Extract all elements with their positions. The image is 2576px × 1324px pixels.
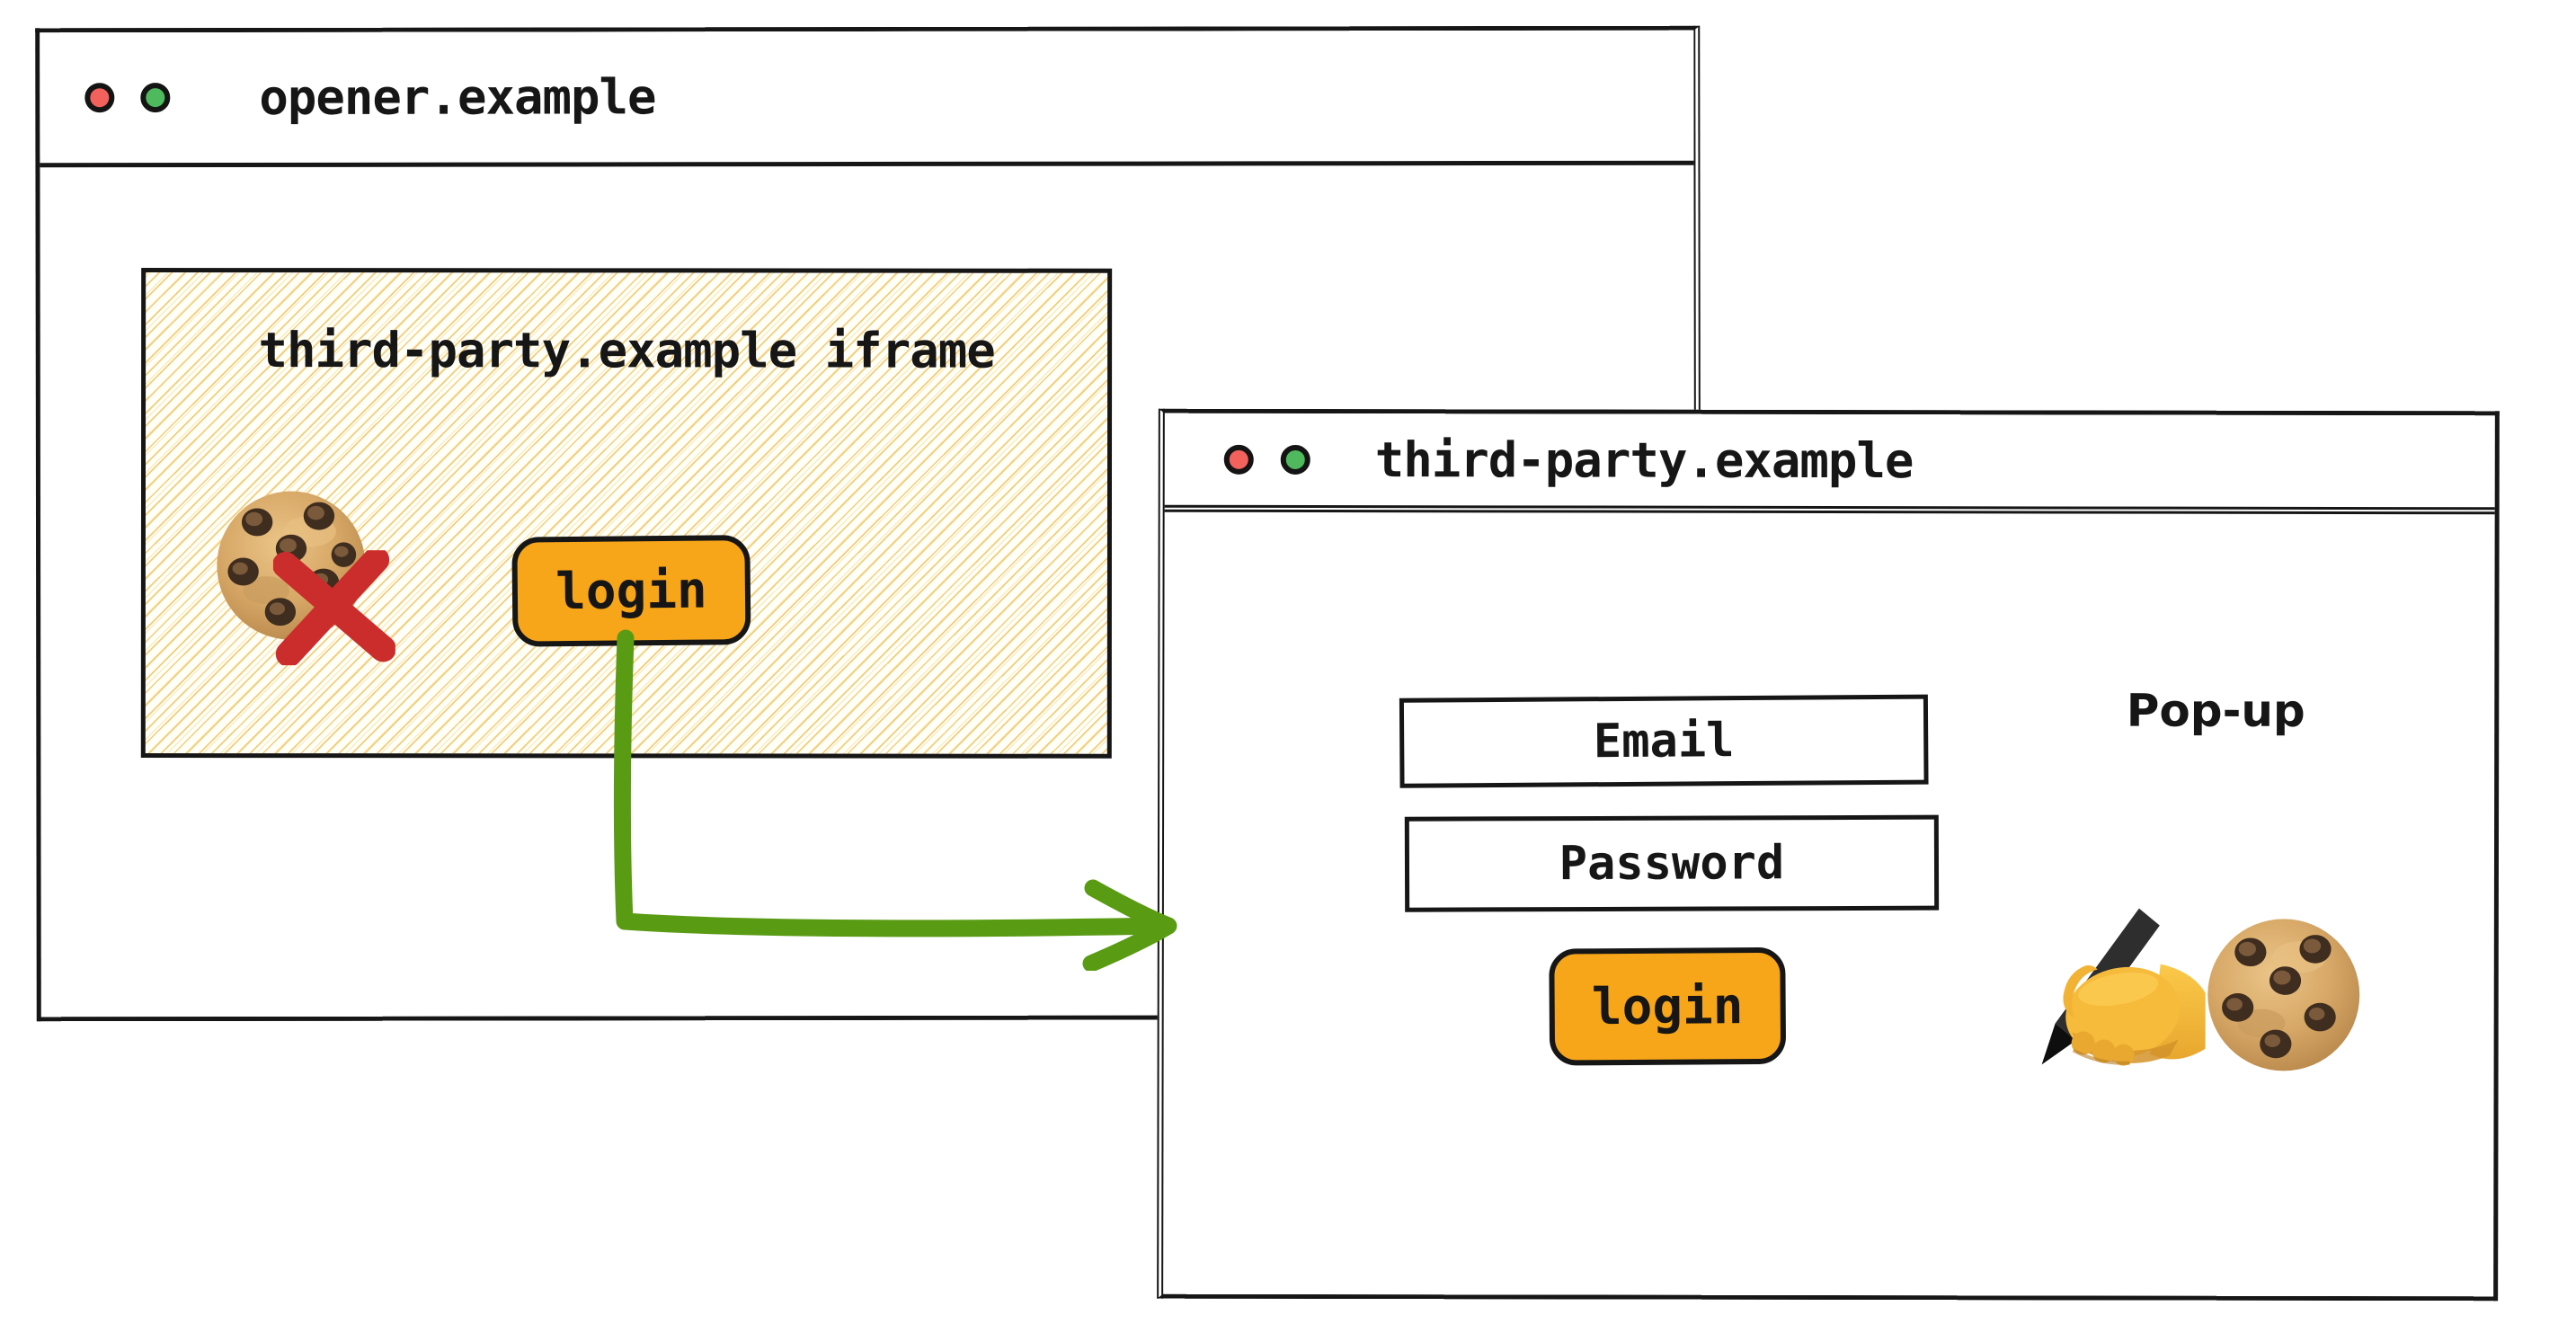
iframe-label: third-party.example iframe — [258, 322, 995, 379]
opener-window-title: opener.example — [259, 68, 656, 126]
popup-login-button-label: login — [1591, 976, 1744, 1036]
email-field-label: Email — [1593, 714, 1735, 769]
popup-login-button[interactable]: login — [1549, 946, 1787, 1066]
iframe-login-button-label: login — [555, 561, 708, 621]
opener-titlebar: opener.example — [40, 30, 1694, 168]
popup-window-title: third-party.example — [1374, 431, 1914, 489]
writing-hand-icon — [2041, 908, 2206, 1066]
popup-browser-window: third-party.example Pop-up Email Passwor… — [1157, 408, 2500, 1302]
cookie-icon — [2207, 919, 2360, 1071]
red-traffic-light-icon — [1223, 444, 1254, 475]
password-field-label: Password — [1559, 836, 1785, 892]
red-cross-blocked-icon — [272, 550, 395, 666]
password-field[interactable]: Password — [1404, 814, 1940, 912]
red-traffic-light-icon — [84, 83, 115, 113]
iframe-login-button[interactable]: login — [511, 535, 751, 647]
popup-annotation-label: Pop-up — [2126, 684, 2305, 737]
green-traffic-light-icon — [1280, 444, 1310, 475]
green-traffic-light-icon — [140, 83, 171, 113]
email-field[interactable]: Email — [1399, 694, 1929, 788]
third-party-iframe: third-party.example iframe — [140, 267, 1113, 759]
popup-titlebar: third-party.example — [1164, 413, 2495, 515]
opener-browser-window: opener.example third-party.example ifram… — [35, 25, 1701, 1022]
